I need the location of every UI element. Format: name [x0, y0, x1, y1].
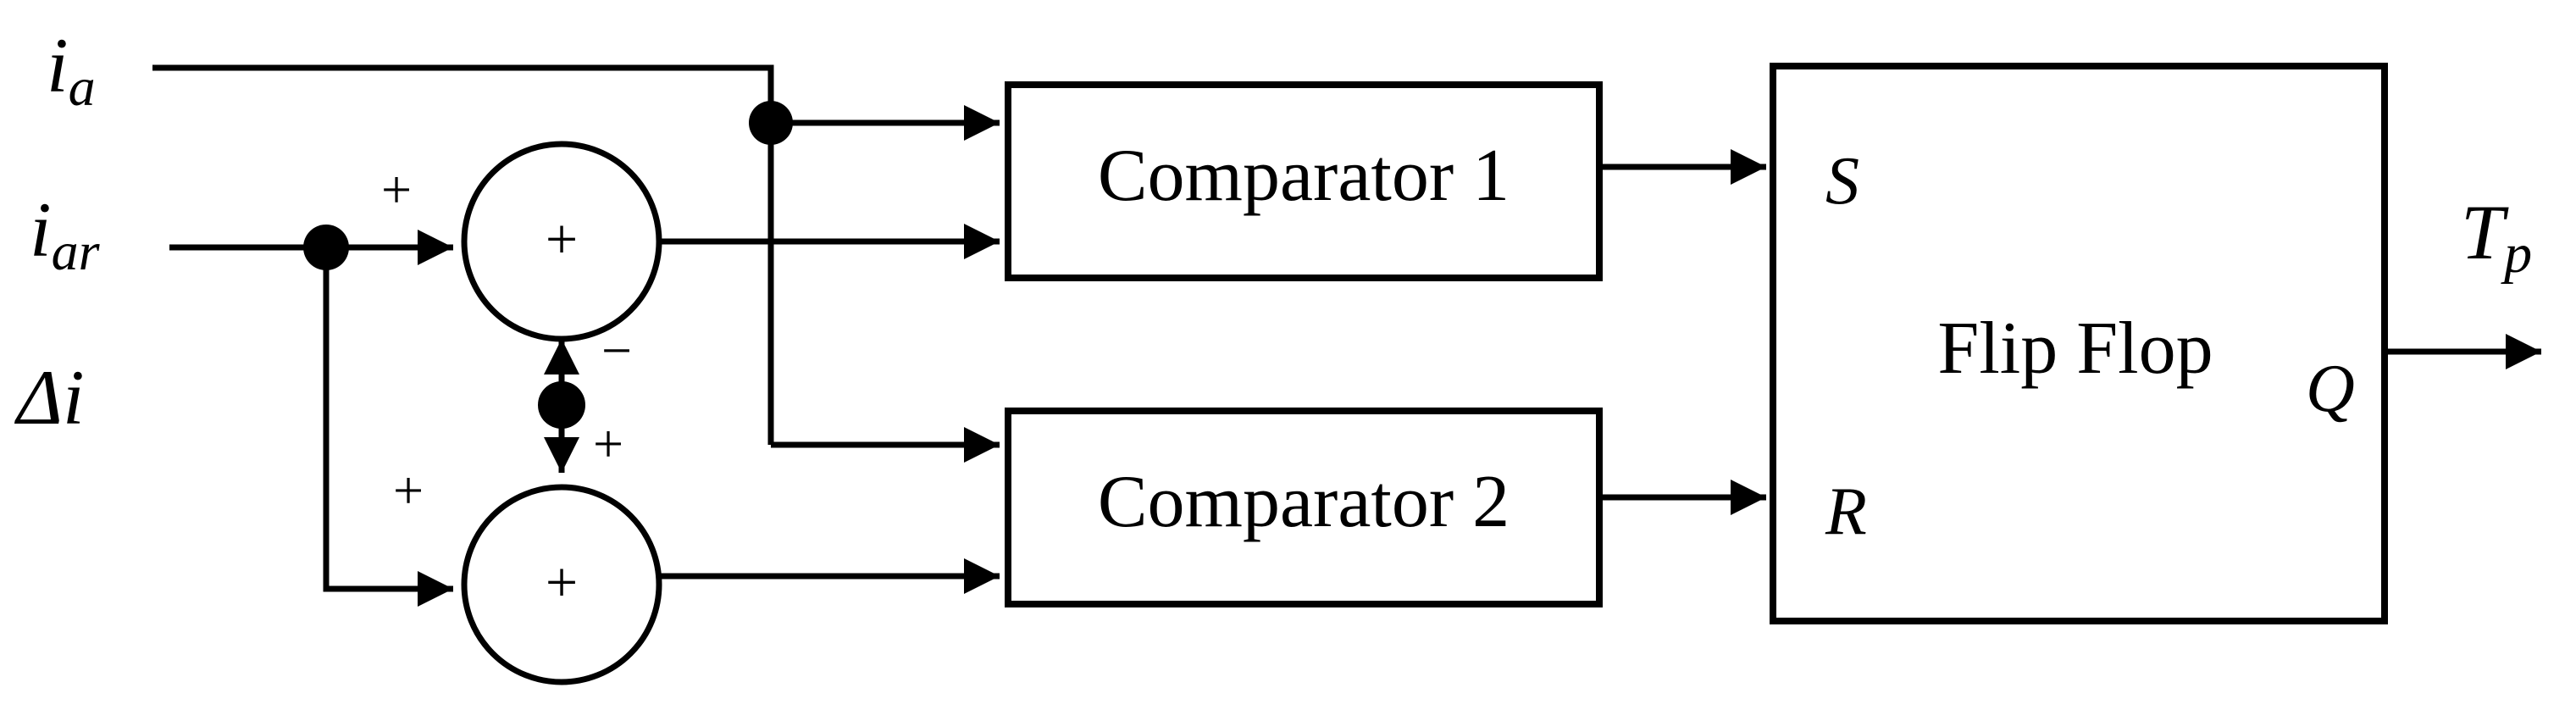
input-label-delta-i: Δi [14, 354, 85, 441]
summer-top: + [461, 141, 662, 342]
input-ia-sub: a [69, 57, 96, 117]
flip-flop-label: Flip Flop [1937, 308, 2213, 390]
output-label-tp: Tp [2461, 189, 2532, 285]
flip-flop-r-label: R [1825, 474, 1867, 549]
junction-delta-i [538, 381, 585, 429]
comparator-1-label: Comparator 1 [1098, 135, 1510, 217]
wire-iar-to-bottom-summer [323, 247, 453, 607]
sign-top-bottom: − [601, 320, 632, 380]
output-tp-sub: p [2501, 223, 2532, 285]
comparator-2: Comparator 2 [1005, 408, 1603, 607]
flip-flop-s-label: S [1825, 144, 1859, 219]
flip-flop-q-label: Q [2306, 352, 2355, 426]
input-label-ia: ia [47, 22, 96, 117]
input-label-iar: iar [30, 186, 101, 281]
wire-ia-main [152, 64, 774, 445]
output-tp-main: T [2461, 189, 2509, 275]
summer-bottom-center: + [546, 550, 578, 614]
sign-bottom-left: + [393, 460, 424, 520]
junction-ia [749, 101, 793, 145]
summer-top-center: + [546, 207, 578, 271]
comparator-1: Comparator 1 [1005, 81, 1603, 281]
flip-flop: Flip Flop S R Q [1770, 63, 2388, 624]
input-iar-main: i [30, 186, 52, 273]
input-ia-main: i [47, 22, 69, 108]
junction-iar [303, 225, 349, 270]
input-iar-sub: ar [52, 221, 101, 281]
comparator-2-label: Comparator 2 [1098, 461, 1510, 543]
sign-bottom-top: + [593, 413, 623, 474]
sign-top-left: + [381, 159, 412, 219]
summer-bottom: + [461, 484, 662, 685]
